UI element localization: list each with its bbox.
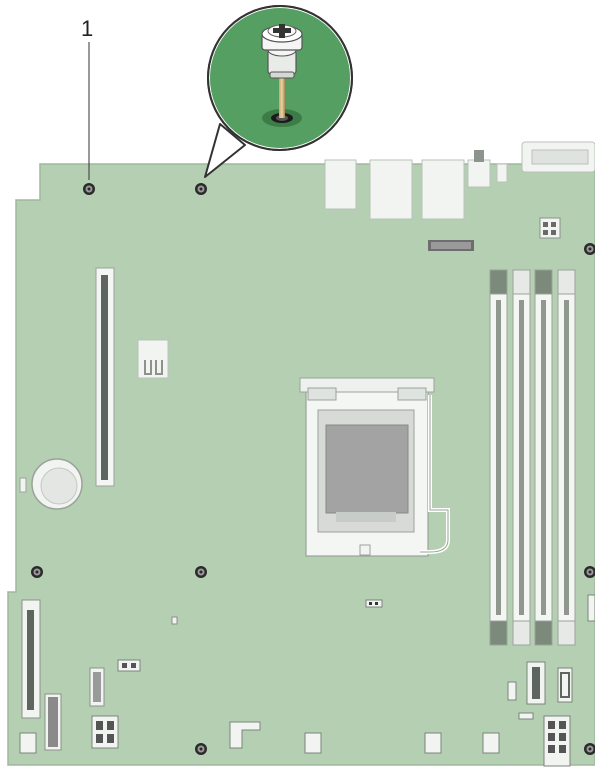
- screw-standoff-icon: [31, 566, 43, 578]
- zoom-detail-bubble: [200, 0, 360, 177]
- dimm-slot: [535, 270, 552, 645]
- pcie-slot: [96, 268, 114, 486]
- dimm-slot: [558, 270, 575, 645]
- internal-usb-port: [138, 340, 168, 378]
- screw-standoff-icon: [83, 183, 95, 195]
- dimm-slot: [513, 270, 530, 645]
- screw-standoff-icon: [195, 566, 207, 578]
- screw-standoff-icon: [195, 183, 207, 195]
- callout-number-1: 1: [81, 16, 93, 42]
- dimm-slot: [490, 270, 507, 645]
- processor-socket: [300, 378, 448, 556]
- screw-standoff-icon: [195, 743, 207, 755]
